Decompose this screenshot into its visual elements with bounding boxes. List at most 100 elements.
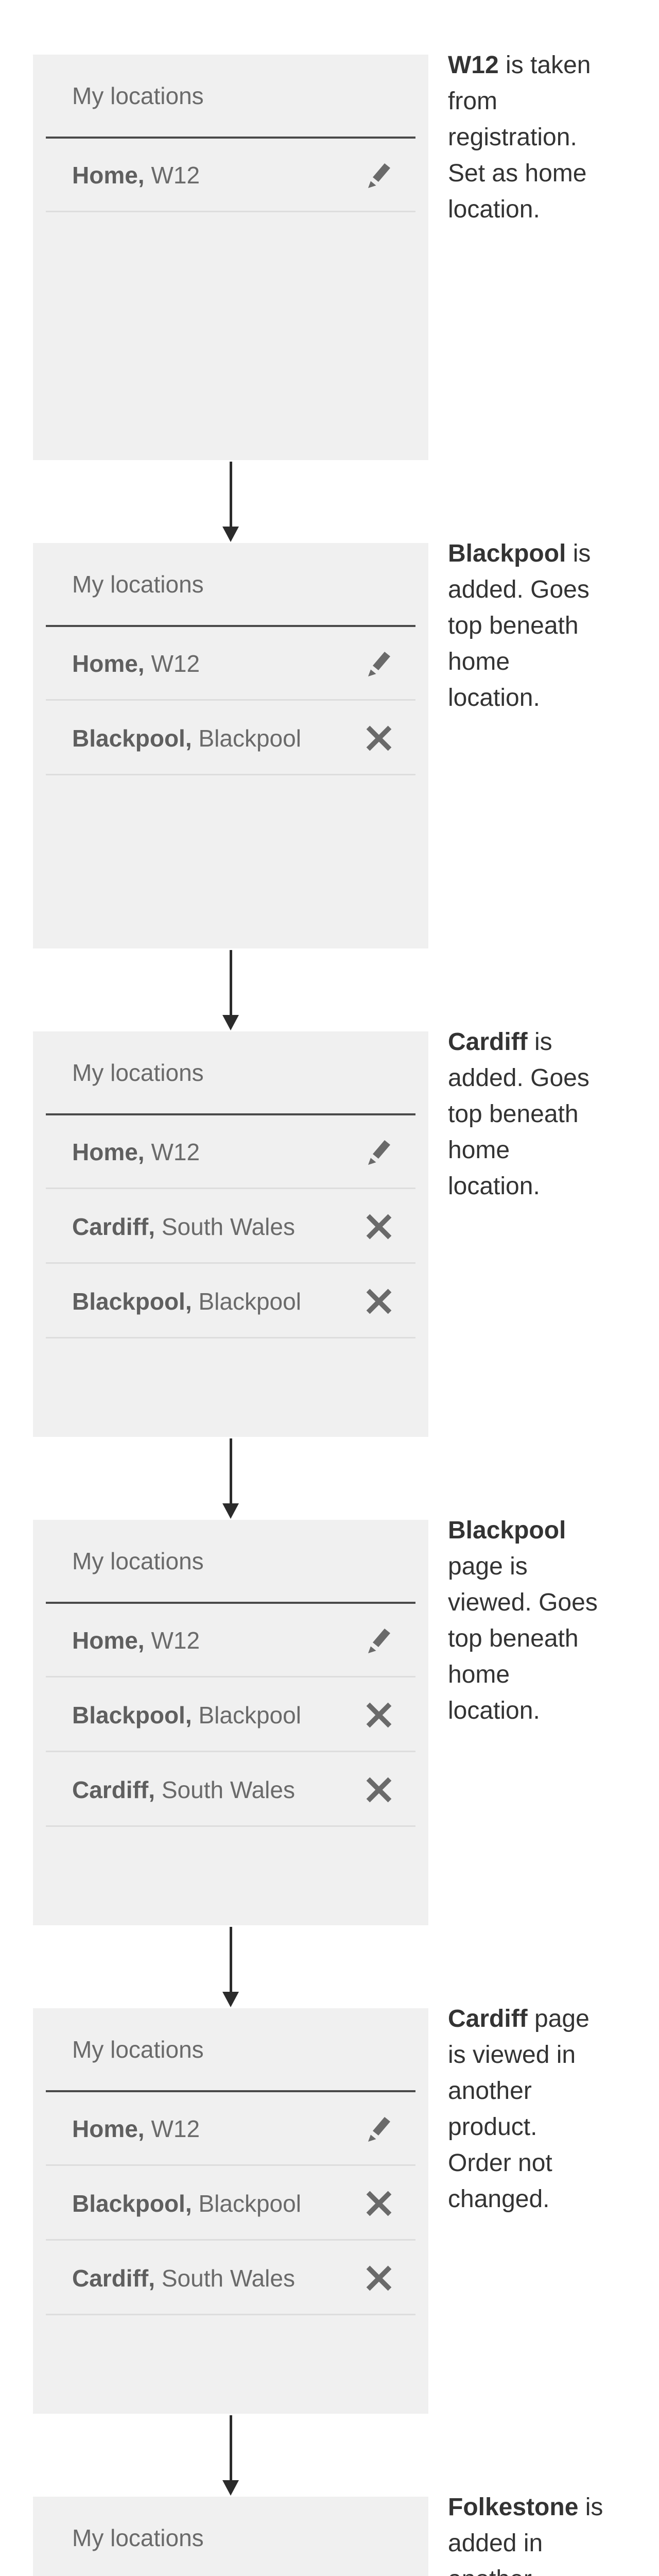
location-row[interactable]: Blackpool, Blackpool — [33, 1264, 428, 1338]
location-name: Home, — [72, 2115, 145, 2142]
location-list: Home, W12 Blackpool, Blackpool — [33, 2008, 428, 2414]
panel-title: My locations — [72, 570, 204, 598]
location-name: Home, — [72, 650, 145, 677]
panel-title: My locations — [72, 2036, 204, 2063]
location-row[interactable]: Home, W12 — [33, 138, 428, 212]
location-region: Blackpool — [198, 724, 301, 752]
annotation-keyword: Cardiff — [448, 1028, 528, 1056]
edit-icon[interactable] — [366, 1138, 392, 1166]
location-row[interactable]: Blackpool, Blackpool — [33, 2166, 428, 2241]
arrow-down-icon — [221, 1437, 240, 1520]
location-region: W12 — [151, 1138, 200, 1165]
location-region: Blackpool — [198, 1701, 301, 1728]
arrow-line — [229, 950, 232, 1015]
flow-step: My locations Home, W12 Card — [0, 1028, 659, 1520]
location-row[interactable]: Cardiff, South Wales — [33, 1752, 428, 1827]
arrow-down-icon — [221, 1925, 240, 2008]
arrow-head — [222, 1015, 239, 1030]
header-divider — [46, 137, 415, 139]
location-list: Home, W12 Cardiff, South Wales — [33, 1031, 428, 1437]
location-row[interactable]: Blackpool, Blackpool — [33, 701, 428, 775]
annotation-text: page is viewed. Goes top beneath home lo… — [448, 1553, 598, 1724]
edit-icon[interactable] — [366, 2115, 392, 2143]
panel-title: My locations — [72, 1059, 204, 1086]
arrow-head — [222, 1503, 239, 1519]
arrow-line — [229, 1438, 232, 1503]
annotation: Cardiff page is viewed in another produc… — [448, 2001, 649, 2217]
panel-title: My locations — [72, 2524, 204, 2551]
panel-title: My locations — [72, 82, 204, 109]
remove-icon[interactable] — [366, 1776, 392, 1804]
location-name: Cardiff, — [72, 1213, 155, 1240]
location-region: W12 — [151, 2115, 200, 2142]
annotation: Folkestone is added in another product. … — [448, 2489, 649, 2576]
annotation: W12 is taken from registration. Set as h… — [448, 47, 649, 228]
location-region: South Wales — [161, 2264, 295, 2292]
location-region: Blackpool — [198, 1287, 301, 1315]
arrow-head — [222, 2480, 239, 2496]
annotation-keyword: Blackpool — [448, 1517, 566, 1544]
location-list: Home, W12 Folkestone, Kent — [33, 2497, 428, 2576]
location-row[interactable]: Home, W12 — [33, 1603, 428, 1677]
arrow-down-icon — [221, 2414, 240, 2497]
location-row[interactable]: Home, W12 — [33, 1114, 428, 1189]
arrow-line — [229, 2415, 232, 2480]
annotation-keyword: Folkestone — [448, 2494, 579, 2521]
arrow-line — [229, 1927, 232, 1992]
annotation: Cardiff is added. Goes top beneath home … — [448, 1024, 649, 1205]
location-name: Blackpool, — [72, 1287, 192, 1315]
my-locations-panel: My locations Home, W12 Blac — [33, 2008, 428, 2414]
edit-icon[interactable] — [366, 650, 392, 677]
my-locations-panel: My locations Home, W12 Show more — [33, 55, 428, 460]
remove-icon[interactable] — [366, 1701, 392, 1729]
arrow-head — [222, 1992, 239, 2007]
annotation: Blackpool is added. Goes top beneath hom… — [448, 536, 649, 716]
location-list: Home, W12 Blackpool, Blackpool — [33, 543, 428, 948]
edit-icon[interactable] — [366, 1626, 392, 1654]
location-region: W12 — [151, 161, 200, 189]
location-region: W12 — [151, 1626, 200, 1654]
location-region: Blackpool — [198, 2190, 301, 2217]
location-list: Home, W12 Blackpool, Blackpool — [33, 1520, 428, 1925]
remove-icon[interactable] — [366, 1213, 392, 1241]
annotation-keyword: W12 — [448, 52, 499, 79]
header-divider — [46, 2090, 415, 2092]
panel-title: My locations — [72, 1547, 204, 1574]
my-locations-panel: My locations Home, W12 Folk — [33, 2497, 428, 2576]
annotation-text: page is viewed in another product. Order… — [448, 2005, 589, 2213]
annotation-keyword: Cardiff — [448, 2005, 528, 2032]
location-name: Home, — [72, 1626, 145, 1654]
location-row[interactable]: Home, W12 — [33, 626, 428, 701]
location-name: Blackpool, — [72, 1701, 192, 1728]
annotation-keyword: Blackpool — [448, 540, 566, 567]
location-row[interactable]: Cardiff, South Wales — [33, 1189, 428, 1264]
location-name: Cardiff, — [72, 1776, 155, 1803]
flow-step: My locations Home, W12 Blac — [0, 540, 659, 1031]
location-row[interactable]: Blackpool, Blackpool — [33, 1677, 428, 1752]
remove-icon[interactable] — [366, 1287, 392, 1315]
arrow-head — [222, 527, 239, 542]
remove-icon[interactable] — [366, 2264, 392, 2292]
flow-step: My locations Home, W12 Blac — [0, 2005, 659, 2497]
edit-icon[interactable] — [366, 161, 392, 189]
annotation-text: is added. Goes top beneath home location… — [448, 540, 591, 711]
my-locations-panel: My locations Home, W12 Blac — [33, 1520, 428, 1925]
location-name: Cardiff, — [72, 2264, 155, 2292]
location-region: South Wales — [161, 1776, 295, 1803]
header-divider — [46, 625, 415, 627]
my-locations-panel: My locations Home, W12 Card — [33, 1031, 428, 1437]
annotation-text: is added in another product. Goes to top… — [448, 2494, 603, 2576]
remove-icon[interactable] — [366, 2190, 392, 2217]
location-name: Home, — [72, 1138, 145, 1165]
arrow-down-icon — [221, 948, 240, 1031]
location-row[interactable]: Home, W12 — [33, 2091, 428, 2166]
location-name: Home, — [72, 161, 145, 189]
location-region: W12 — [151, 650, 200, 677]
location-name: Blackpool, — [72, 724, 192, 752]
location-list: Home, W12 — [33, 55, 428, 460]
flow-step: My locations Home, W12 Blac — [0, 1517, 659, 2008]
location-region: South Wales — [161, 1213, 295, 1240]
location-row[interactable]: Cardiff, South Wales — [33, 2241, 428, 2315]
annotation: Blackpool page is viewed. Goes top benea… — [448, 1513, 649, 1729]
remove-icon[interactable] — [366, 724, 392, 752]
